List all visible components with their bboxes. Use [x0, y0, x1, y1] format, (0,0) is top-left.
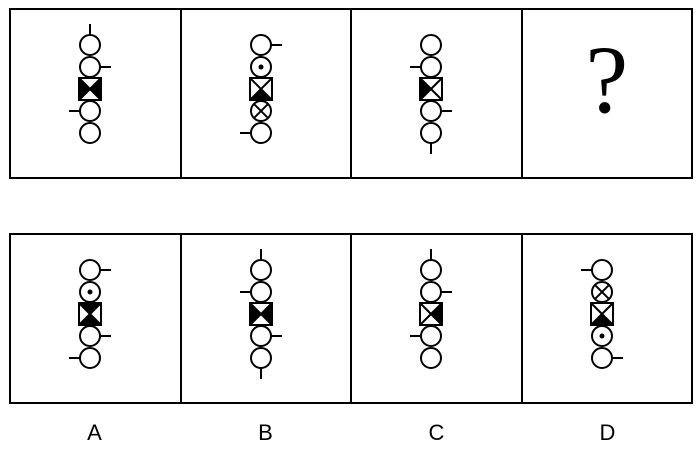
- filled-triangle: [420, 78, 431, 100]
- cross-line: [78, 302, 102, 326]
- circle: [249, 259, 272, 281]
- circle: [420, 122, 442, 144]
- circle: [79, 259, 101, 281]
- circle: [420, 347, 442, 369]
- circle: [79, 122, 101, 144]
- option-label-d[interactable]: D: [599, 420, 616, 445]
- option-figure-d: [580, 259, 623, 369]
- cross-line: [419, 77, 443, 101]
- circle: [420, 56, 442, 78]
- filled-triangle: [79, 314, 101, 325]
- filled-triangle: [260, 303, 272, 325]
- circle: [590, 347, 613, 369]
- question-mark: ?: [585, 26, 629, 133]
- figure-1: [69, 24, 111, 144]
- circle: [590, 259, 613, 281]
- circle: [590, 325, 613, 347]
- circle: [420, 281, 442, 303]
- cross-line: [248, 77, 273, 101]
- question-row: ?: [9, 8, 693, 179]
- circle: [420, 100, 442, 122]
- option-figure-b: [239, 249, 282, 379]
- option-cell-d[interactable]: [523, 235, 692, 402]
- center-dot: [599, 333, 604, 339]
- option-figure-a: [69, 259, 111, 369]
- option-label-c[interactable]: C: [428, 420, 445, 445]
- question-cell-3: [352, 10, 523, 177]
- cross-line: [248, 302, 273, 326]
- cross-line: [78, 77, 102, 101]
- circle: [79, 100, 101, 122]
- circle: [249, 347, 272, 369]
- circle: [249, 122, 272, 144]
- option-cell-a[interactable]: [11, 235, 182, 402]
- question-cell-2: [182, 10, 352, 177]
- circle: [79, 347, 101, 369]
- circle: [79, 325, 101, 347]
- circle: [420, 259, 442, 281]
- cross-line: [252, 103, 269, 119]
- filled-triangle: [590, 314, 613, 325]
- filled-triangle: [431, 303, 442, 325]
- filled-triangle: [249, 303, 261, 325]
- cross-line: [589, 302, 614, 326]
- option-cell-c[interactable]: [352, 235, 523, 402]
- circle: [420, 325, 442, 347]
- figure-2: [239, 34, 282, 144]
- center-dot: [258, 64, 263, 70]
- circle: [420, 34, 442, 56]
- option-figure-c: [410, 249, 452, 369]
- filled-triangle: [79, 303, 101, 314]
- cross-line: [593, 284, 610, 300]
- circle: [79, 56, 101, 78]
- question-cell-1: [11, 10, 182, 177]
- filled-triangle: [90, 78, 101, 100]
- center-dot: [87, 289, 93, 295]
- option-cell-b[interactable]: [182, 235, 352, 402]
- filled-triangle: [249, 89, 272, 100]
- circle: [249, 281, 272, 303]
- circle: [249, 325, 272, 347]
- figure-3: [410, 34, 452, 154]
- circle: [79, 34, 101, 56]
- options-row: [9, 233, 693, 404]
- option-labels: A B C D: [9, 420, 693, 446]
- circle: [249, 34, 272, 56]
- option-label-a[interactable]: A: [87, 420, 102, 445]
- option-label-b[interactable]: B: [258, 420, 273, 445]
- circle: [249, 100, 272, 122]
- question-cell-4: ?: [523, 10, 692, 177]
- filled-triangle: [79, 78, 90, 100]
- cross-line: [419, 302, 443, 326]
